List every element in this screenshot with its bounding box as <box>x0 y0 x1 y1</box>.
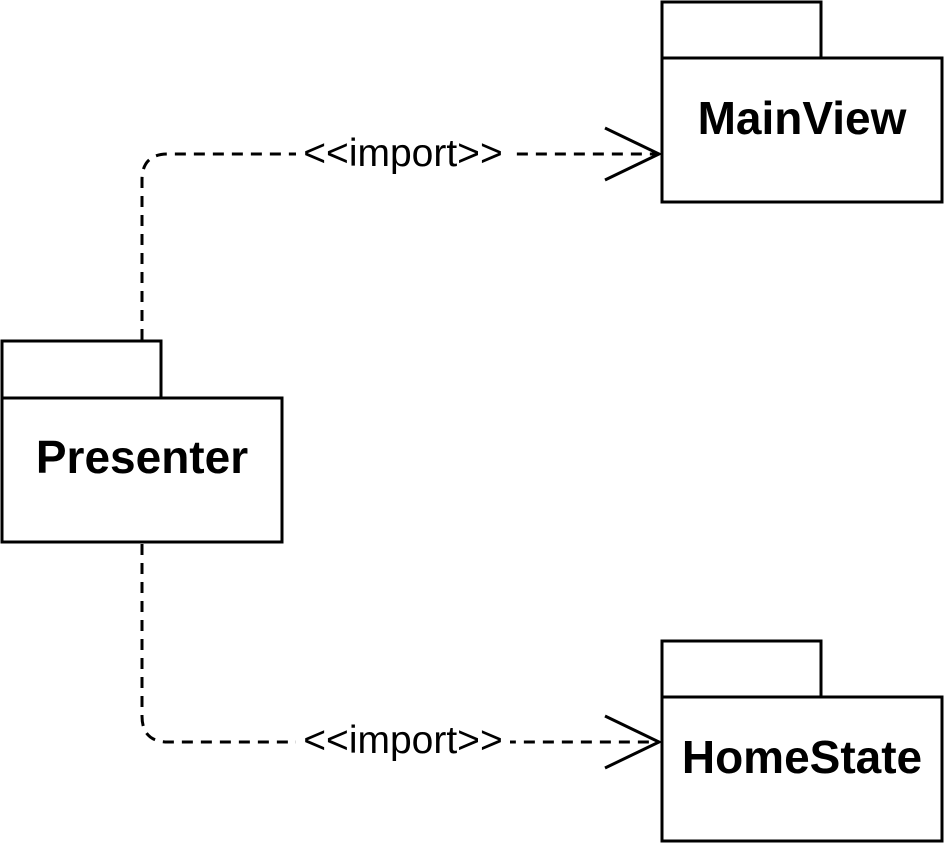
edge-line-main-view <box>140 152 659 340</box>
package-body <box>660 695 944 843</box>
import-label-home-state: <<import>> <box>303 719 502 762</box>
edge-line-home-state <box>140 544 659 744</box>
edge-label-background <box>296 718 510 762</box>
import-edge-home-state: <<import>> <box>140 544 663 770</box>
arrow-head-home-state <box>604 714 663 770</box>
package-title-presenter: Presenter <box>36 431 248 483</box>
package-main-view[interactable]: MainView <box>660 0 944 204</box>
package-title-home-state: HomeState <box>682 731 922 783</box>
package-home-state[interactable]: HomeState <box>660 639 944 843</box>
package-body <box>0 396 284 544</box>
arrow-head-main-view <box>604 126 663 182</box>
package-presenter[interactable]: Presenter <box>0 339 284 544</box>
edge-label-background <box>296 130 510 174</box>
package-body <box>660 56 944 204</box>
package-tab <box>660 0 823 60</box>
package-tab <box>0 339 163 400</box>
import-label-main-view: <<import>> <box>303 132 502 175</box>
package-tab <box>660 639 823 699</box>
package-title-main-view: MainView <box>698 92 907 144</box>
import-edge-main-view: <<import>> <box>140 126 663 340</box>
